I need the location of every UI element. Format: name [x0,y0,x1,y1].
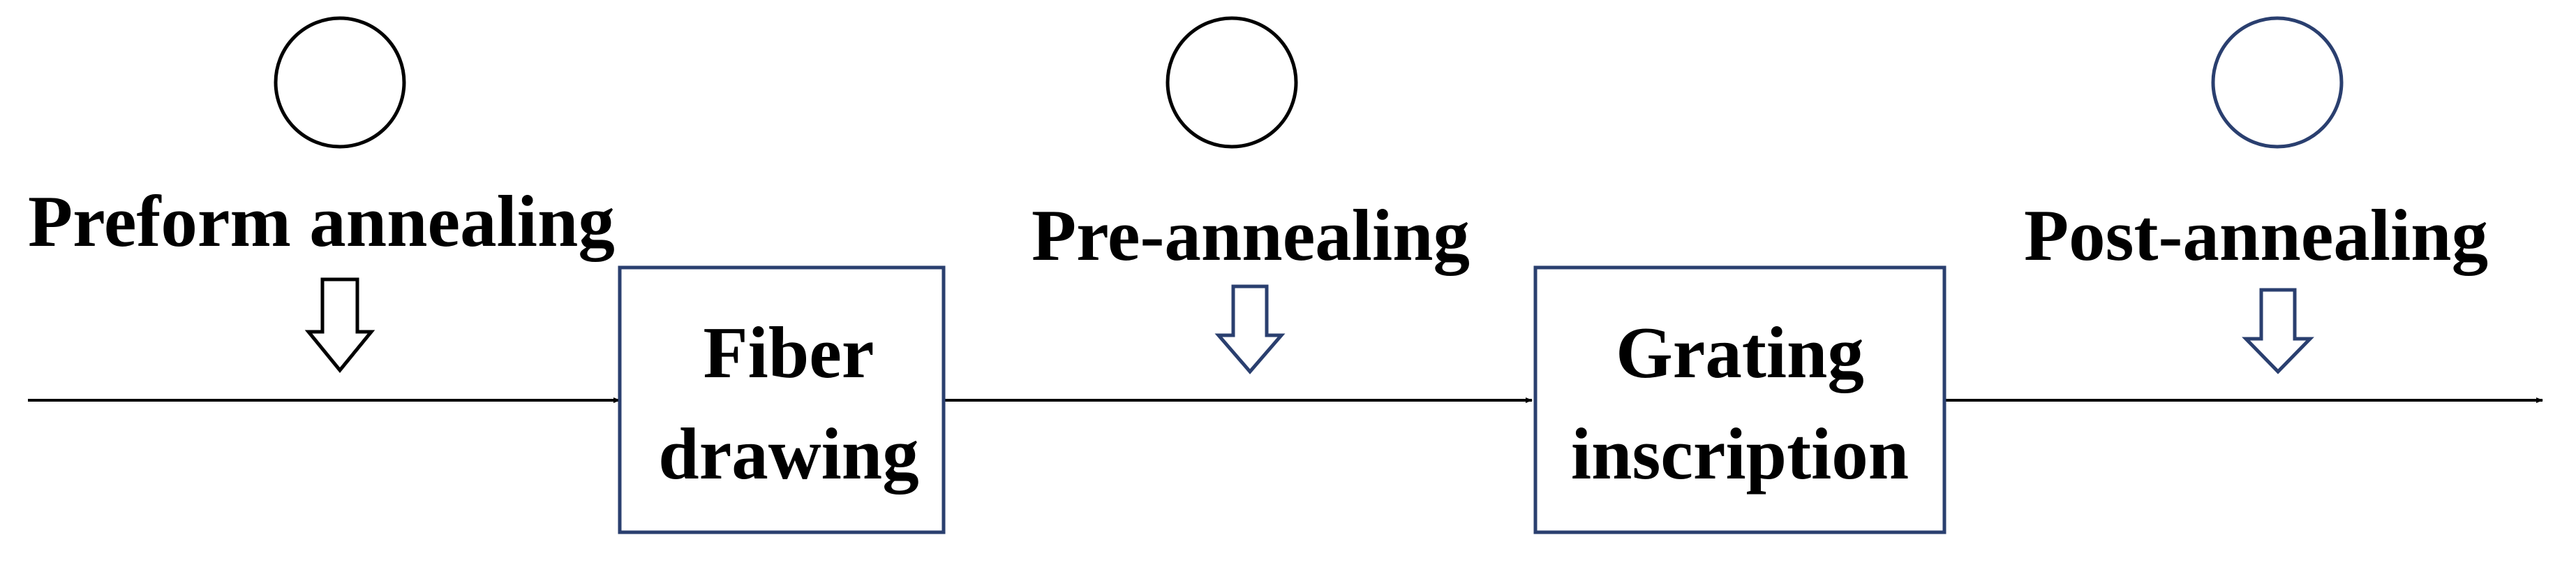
pre-annealing-circle [1166,16,1298,149]
grating-inscription-line1: Grating [1616,312,1864,393]
post-annealing-circle [2211,16,2344,149]
post-annealing-label: Post-annealing [2024,194,2488,276]
fiber-drawing-line1: Fiber [703,312,874,393]
grating-inscription-line2: inscription [1571,413,1909,495]
fiber-drawing-box [618,265,946,534]
fiber-drawing-line2: drawing [658,413,918,495]
pre-annealing-down-arrow-icon [1214,284,1286,374]
preform-annealing-label: Preform annealing [28,180,615,262]
pre-annealing-label: Pre-annealing [1032,194,1470,276]
preform-annealing-down-arrow-icon [304,277,375,373]
grating-inscription-box [1533,265,1946,534]
preform-annealing-circle [274,16,406,149]
post-annealing-down-arrow-icon [2242,288,2314,374]
